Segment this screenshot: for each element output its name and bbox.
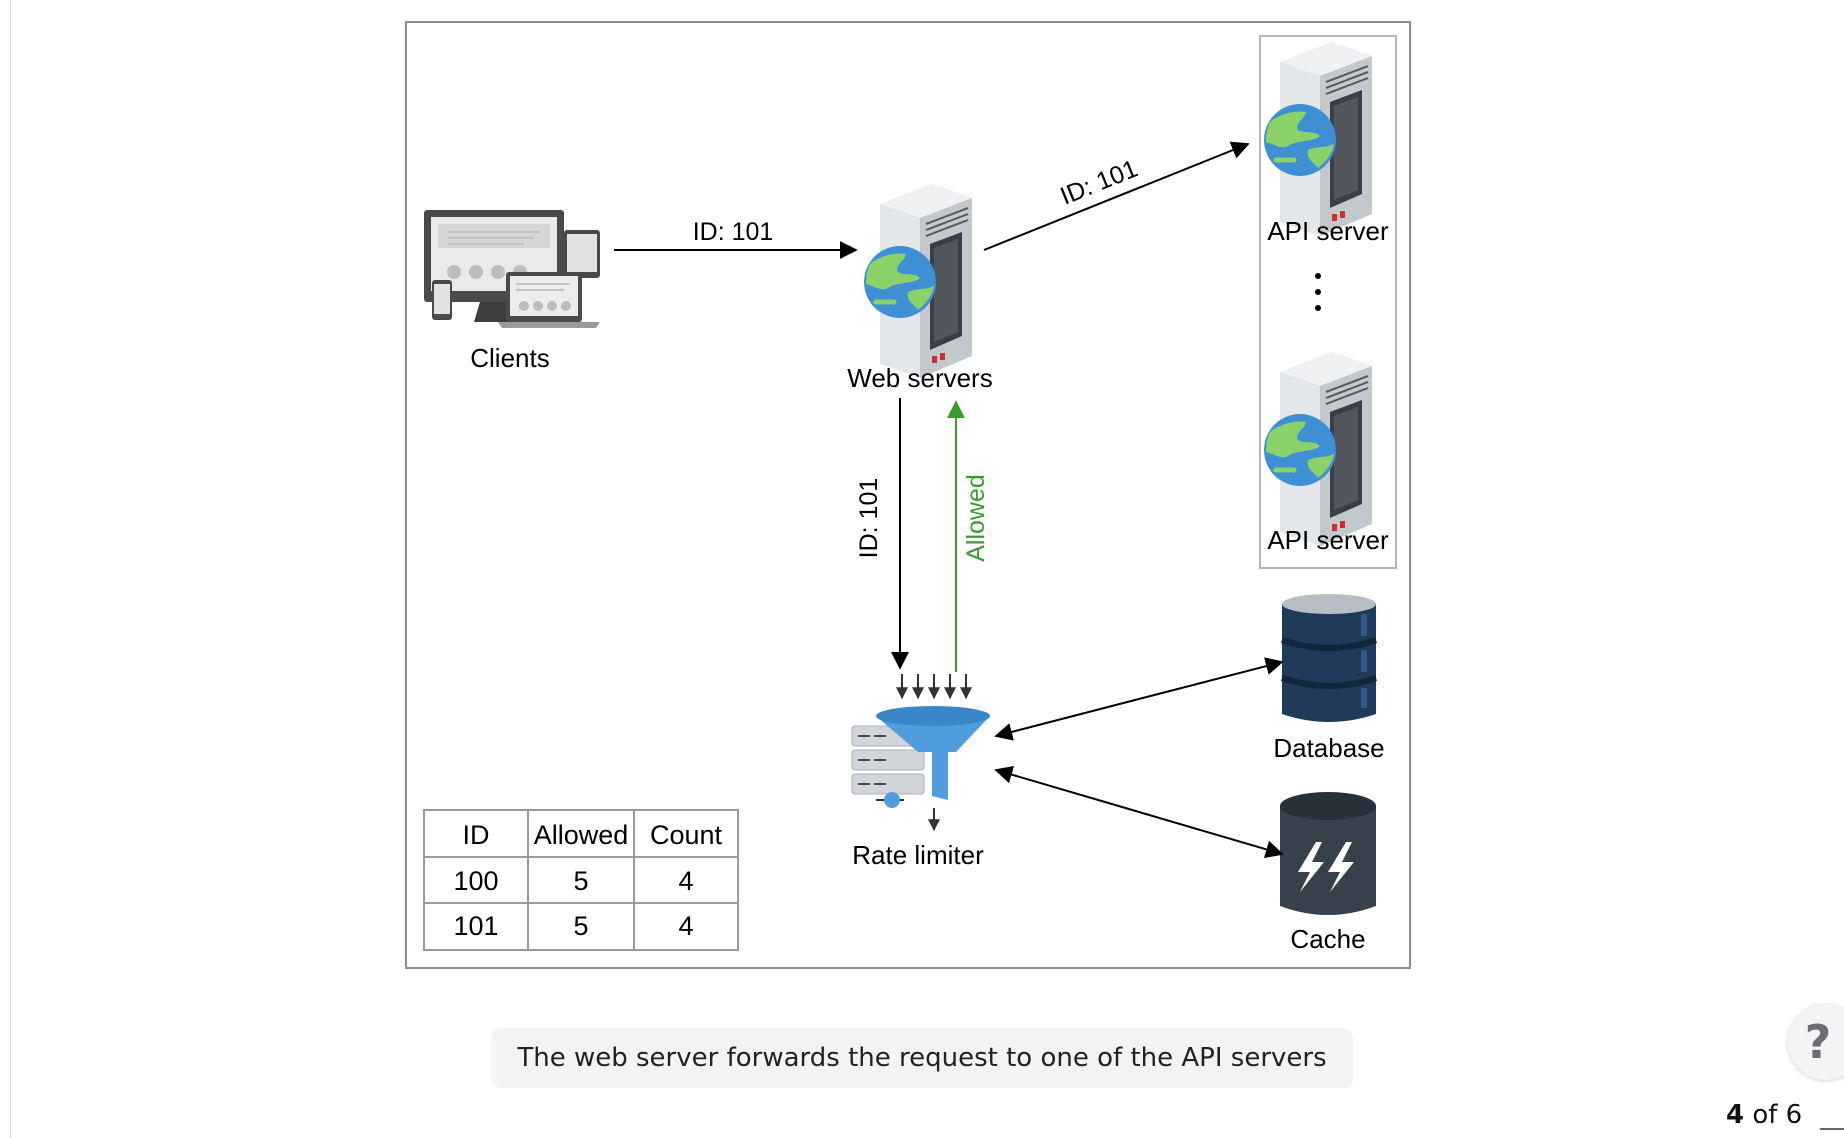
help-button[interactable]: ? bbox=[1788, 1004, 1844, 1080]
edge-web-to-api bbox=[983, 141, 1250, 251]
table-cell-r1-id: 101 bbox=[453, 911, 498, 941]
rate-limiter-label: Rate limiter bbox=[852, 840, 984, 870]
edge-label-clients-to-web: ID: 101 bbox=[693, 218, 774, 246]
api-server-icon-1 bbox=[1264, 41, 1373, 237]
clients-label: Clients bbox=[470, 343, 549, 373]
api-server-icon-2 bbox=[1264, 351, 1373, 547]
pager-current: 4 bbox=[1726, 1100, 1745, 1130]
edge-limiter-database bbox=[994, 657, 1284, 741]
slide-pager: 4 of 6 bbox=[1726, 1100, 1802, 1130]
edge-label-limiter-to-web: Allowed bbox=[962, 474, 990, 562]
table-header-allowed: Allowed bbox=[534, 820, 629, 850]
web-server-icon bbox=[864, 183, 973, 379]
edge-limiter-cache bbox=[994, 765, 1284, 859]
api-server-label-2: API server bbox=[1267, 525, 1389, 555]
edge-label-web-to-limiter: ID: 101 bbox=[855, 478, 883, 559]
table-cell-r1-allowed: 5 bbox=[573, 911, 588, 941]
api-server-ellipsis bbox=[1315, 273, 1321, 311]
api-server-label-1: API server bbox=[1267, 216, 1389, 246]
table-header-count: Count bbox=[650, 820, 723, 850]
cache-icon bbox=[1280, 792, 1376, 915]
slide-caption: The web server forwards the request to o… bbox=[491, 1028, 1353, 1088]
web-servers-label: Web servers bbox=[847, 363, 992, 393]
question-icon: ? bbox=[1804, 1015, 1832, 1069]
table-header-id: ID bbox=[463, 820, 490, 850]
table-cell-r0-id: 100 bbox=[453, 866, 498, 896]
table-cell-r0-allowed: 5 bbox=[573, 866, 588, 896]
api-server-group bbox=[1259, 35, 1397, 569]
rate-limiter-icon bbox=[851, 674, 990, 832]
pager-total: of 6 bbox=[1752, 1100, 1803, 1130]
pager-divider bbox=[1820, 1128, 1844, 1130]
slide-caption-text: The web server forwards the request to o… bbox=[517, 1043, 1327, 1073]
database-label: Database bbox=[1273, 733, 1384, 763]
rate-table: ID Allowed Count 100 5 4 101 5 4 bbox=[423, 809, 739, 951]
table-cell-r0-count: 4 bbox=[678, 866, 693, 896]
table-cell-r1-count: 4 bbox=[678, 911, 693, 941]
database-icon bbox=[1281, 594, 1377, 722]
left-divider bbox=[0, 0, 11, 1138]
clients-icon bbox=[424, 210, 600, 328]
cache-label: Cache bbox=[1290, 924, 1365, 954]
